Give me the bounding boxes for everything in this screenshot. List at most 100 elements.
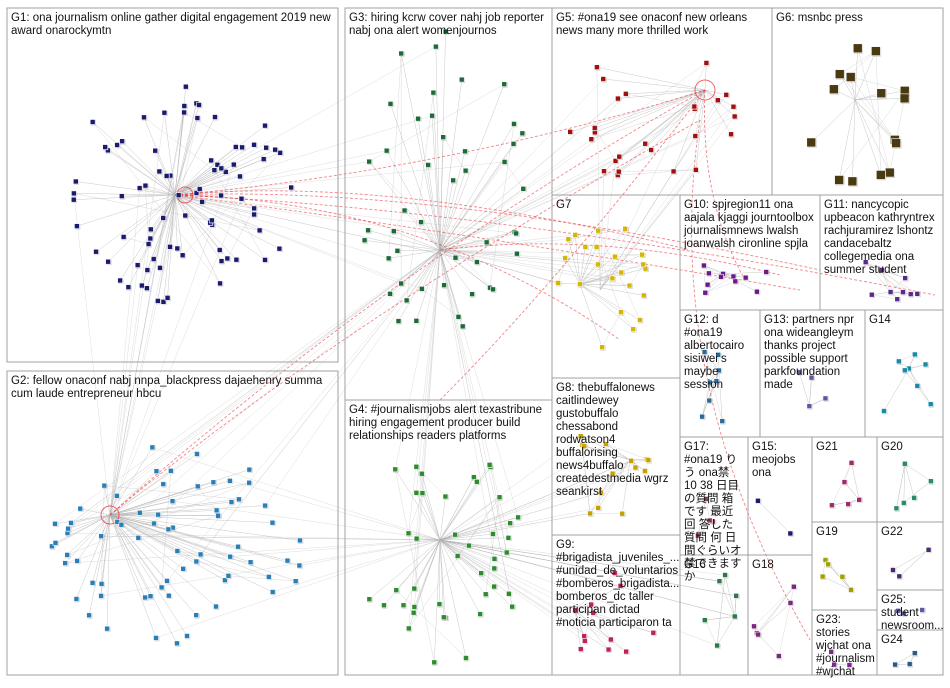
- node[interactable]: [808, 374, 815, 381]
- node[interactable]: [622, 225, 629, 233]
- node[interactable]: [605, 646, 612, 653]
- node[interactable]: [227, 478, 234, 485]
- node[interactable]: [247, 559, 254, 566]
- node[interactable]: [212, 114, 219, 121]
- node[interactable]: [194, 483, 202, 490]
- node[interactable]: [695, 532, 702, 539]
- node[interactable]: [594, 64, 601, 71]
- node[interactable]: [722, 572, 729, 579]
- node[interactable]: [593, 244, 600, 251]
- node[interactable]: [277, 150, 284, 157]
- node[interactable]: [896, 358, 903, 365]
- node[interactable]: [237, 173, 244, 180]
- node[interactable]: [845, 72, 857, 83]
- node[interactable]: [590, 610, 597, 617]
- node[interactable]: [181, 103, 188, 110]
- node[interactable]: [884, 167, 896, 178]
- node[interactable]: [630, 326, 637, 333]
- node[interactable]: [581, 443, 588, 450]
- node[interactable]: [513, 230, 520, 237]
- node[interactable]: [361, 237, 368, 244]
- node[interactable]: [222, 169, 230, 176]
- node[interactable]: [704, 281, 711, 288]
- node[interactable]: [732, 278, 739, 285]
- node[interactable]: [398, 50, 405, 57]
- node[interactable]: [118, 193, 126, 200]
- node[interactable]: [716, 578, 723, 585]
- node[interactable]: [496, 494, 503, 501]
- node[interactable]: [430, 89, 437, 96]
- node[interactable]: [153, 635, 160, 642]
- node[interactable]: [71, 190, 78, 197]
- node[interactable]: [174, 245, 181, 252]
- node[interactable]: [70, 196, 78, 204]
- node[interactable]: [429, 112, 436, 120]
- node[interactable]: [105, 258, 112, 266]
- node[interactable]: [251, 205, 258, 212]
- node[interactable]: [730, 103, 737, 111]
- node[interactable]: [49, 543, 56, 550]
- node[interactable]: [852, 43, 864, 54]
- node[interactable]: [893, 505, 900, 512]
- node[interactable]: [567, 129, 574, 136]
- node[interactable]: [98, 581, 105, 588]
- node[interactable]: [104, 625, 111, 632]
- node[interactable]: [230, 161, 238, 168]
- node[interactable]: [922, 361, 929, 368]
- node[interactable]: [101, 482, 108, 489]
- node[interactable]: [914, 291, 921, 298]
- node[interactable]: [650, 629, 657, 637]
- node[interactable]: [490, 286, 497, 293]
- node[interactable]: [193, 190, 200, 197]
- node[interactable]: [632, 464, 639, 471]
- node[interactable]: [403, 297, 410, 304]
- node[interactable]: [623, 648, 630, 655]
- node[interactable]: [452, 254, 459, 262]
- node[interactable]: [699, 413, 706, 420]
- node[interactable]: [193, 612, 200, 619]
- node[interactable]: [136, 185, 143, 192]
- node[interactable]: [117, 277, 124, 284]
- node[interactable]: [208, 217, 216, 224]
- node[interactable]: [419, 286, 426, 293]
- node[interactable]: [211, 167, 218, 174]
- node[interactable]: [901, 500, 908, 507]
- node[interactable]: [383, 147, 390, 154]
- node[interactable]: [841, 479, 848, 486]
- node[interactable]: [463, 655, 470, 662]
- node[interactable]: [228, 499, 235, 506]
- node[interactable]: [225, 572, 232, 580]
- node[interactable]: [692, 133, 699, 140]
- node[interactable]: [89, 119, 96, 126]
- node[interactable]: [591, 125, 599, 132]
- node[interactable]: [701, 262, 708, 269]
- node[interactable]: [763, 269, 770, 276]
- node[interactable]: [829, 502, 836, 509]
- node[interactable]: [167, 244, 174, 251]
- node[interactable]: [141, 114, 148, 121]
- node[interactable]: [227, 553, 234, 560]
- node[interactable]: [366, 596, 373, 603]
- node[interactable]: [919, 607, 926, 614]
- node[interactable]: [595, 505, 602, 512]
- node[interactable]: [135, 535, 142, 542]
- node[interactable]: [706, 270, 713, 277]
- node[interactable]: [925, 547, 932, 554]
- node[interactable]: [216, 247, 224, 254]
- node[interactable]: [491, 565, 498, 572]
- node[interactable]: [114, 519, 121, 526]
- node[interactable]: [587, 510, 594, 517]
- node[interactable]: [218, 192, 225, 199]
- node[interactable]: [868, 291, 876, 299]
- node[interactable]: [707, 379, 714, 386]
- node[interactable]: [503, 549, 511, 556]
- node[interactable]: [598, 489, 605, 496]
- node[interactable]: [213, 603, 220, 610]
- node[interactable]: [68, 520, 75, 527]
- node[interactable]: [164, 295, 171, 302]
- node[interactable]: [262, 502, 269, 509]
- node[interactable]: [452, 531, 459, 538]
- node[interactable]: [609, 470, 616, 477]
- node[interactable]: [511, 121, 518, 128]
- node[interactable]: [440, 134, 447, 141]
